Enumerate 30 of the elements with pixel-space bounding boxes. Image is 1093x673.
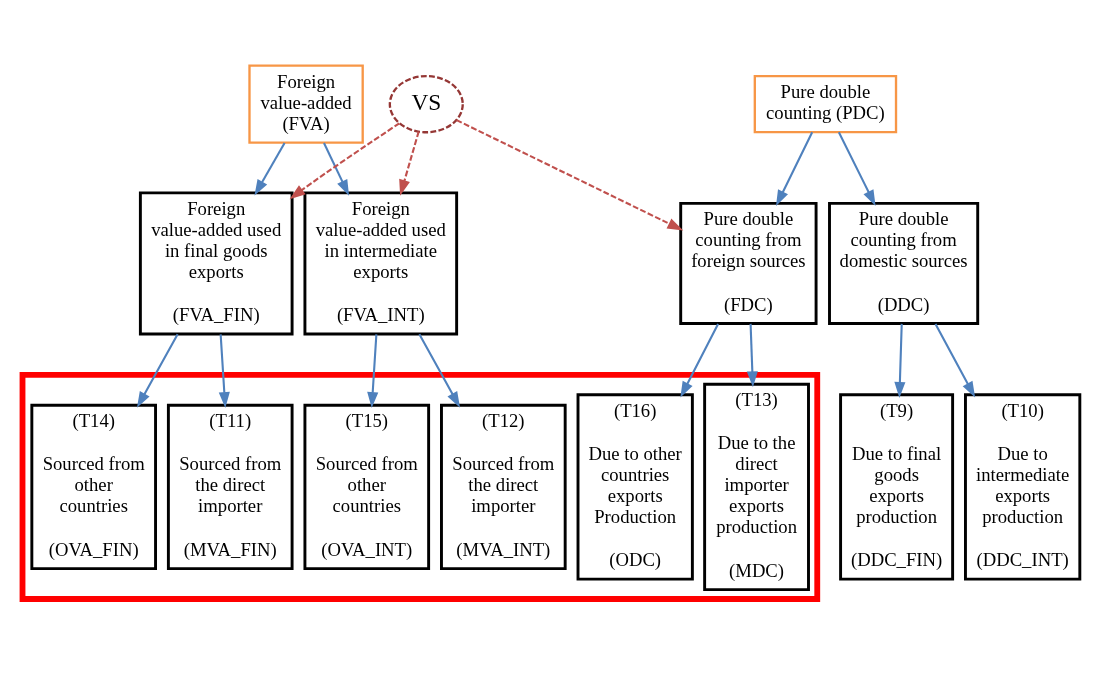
arrow xyxy=(746,323,758,387)
arrow xyxy=(680,322,719,398)
arrow xyxy=(399,130,420,196)
arrow xyxy=(418,333,461,408)
arrow xyxy=(323,142,350,196)
node-ellipse: VS xyxy=(388,74,464,133)
node-box: Foreign value-added used in intermediate exports (FVA_INT) xyxy=(303,190,459,336)
node-box: Pure double counting from domestic sources (DDC) xyxy=(828,201,980,325)
arrow xyxy=(254,141,286,196)
node-box: (T16) Due to other countries exports Production (ODC) xyxy=(576,392,694,581)
arrow xyxy=(894,323,906,398)
node-box: Foreign value-added (FVA) xyxy=(248,64,364,144)
arrow xyxy=(367,333,379,408)
node-box: (T9) Due to final goods exports production (DDC_FIN) xyxy=(839,392,955,581)
arrow xyxy=(837,131,876,206)
arrow xyxy=(934,322,976,397)
node-box: (T10) Due to intermediate exports production (DDC_INT) xyxy=(964,392,1082,581)
node-box: Pure double counting (PDC) xyxy=(753,74,898,133)
arrow xyxy=(776,131,814,206)
arrow xyxy=(218,333,230,408)
node-box: Pure double counting from foreign sources (FDC) xyxy=(679,201,818,325)
arrow xyxy=(289,121,400,199)
node-box: (T14) Sourced from other countries (OVA_FIN) xyxy=(30,403,157,570)
node-box: (T11) Sourced from the direct importer (MVA_FIN) xyxy=(166,403,294,570)
arrow xyxy=(136,333,179,408)
node-box: (T13) Due to the direct importer exports production (MDC) xyxy=(703,382,810,591)
arrow xyxy=(456,118,684,231)
node-box: (T15) Sourced from other countries (OVA_INT) xyxy=(303,403,431,570)
node-box: (T12) Sourced from the direct importer (MVA_INT) xyxy=(440,403,567,570)
node-box: Foreign value-added used in final goods exports (FVA_FIN) xyxy=(138,190,294,336)
